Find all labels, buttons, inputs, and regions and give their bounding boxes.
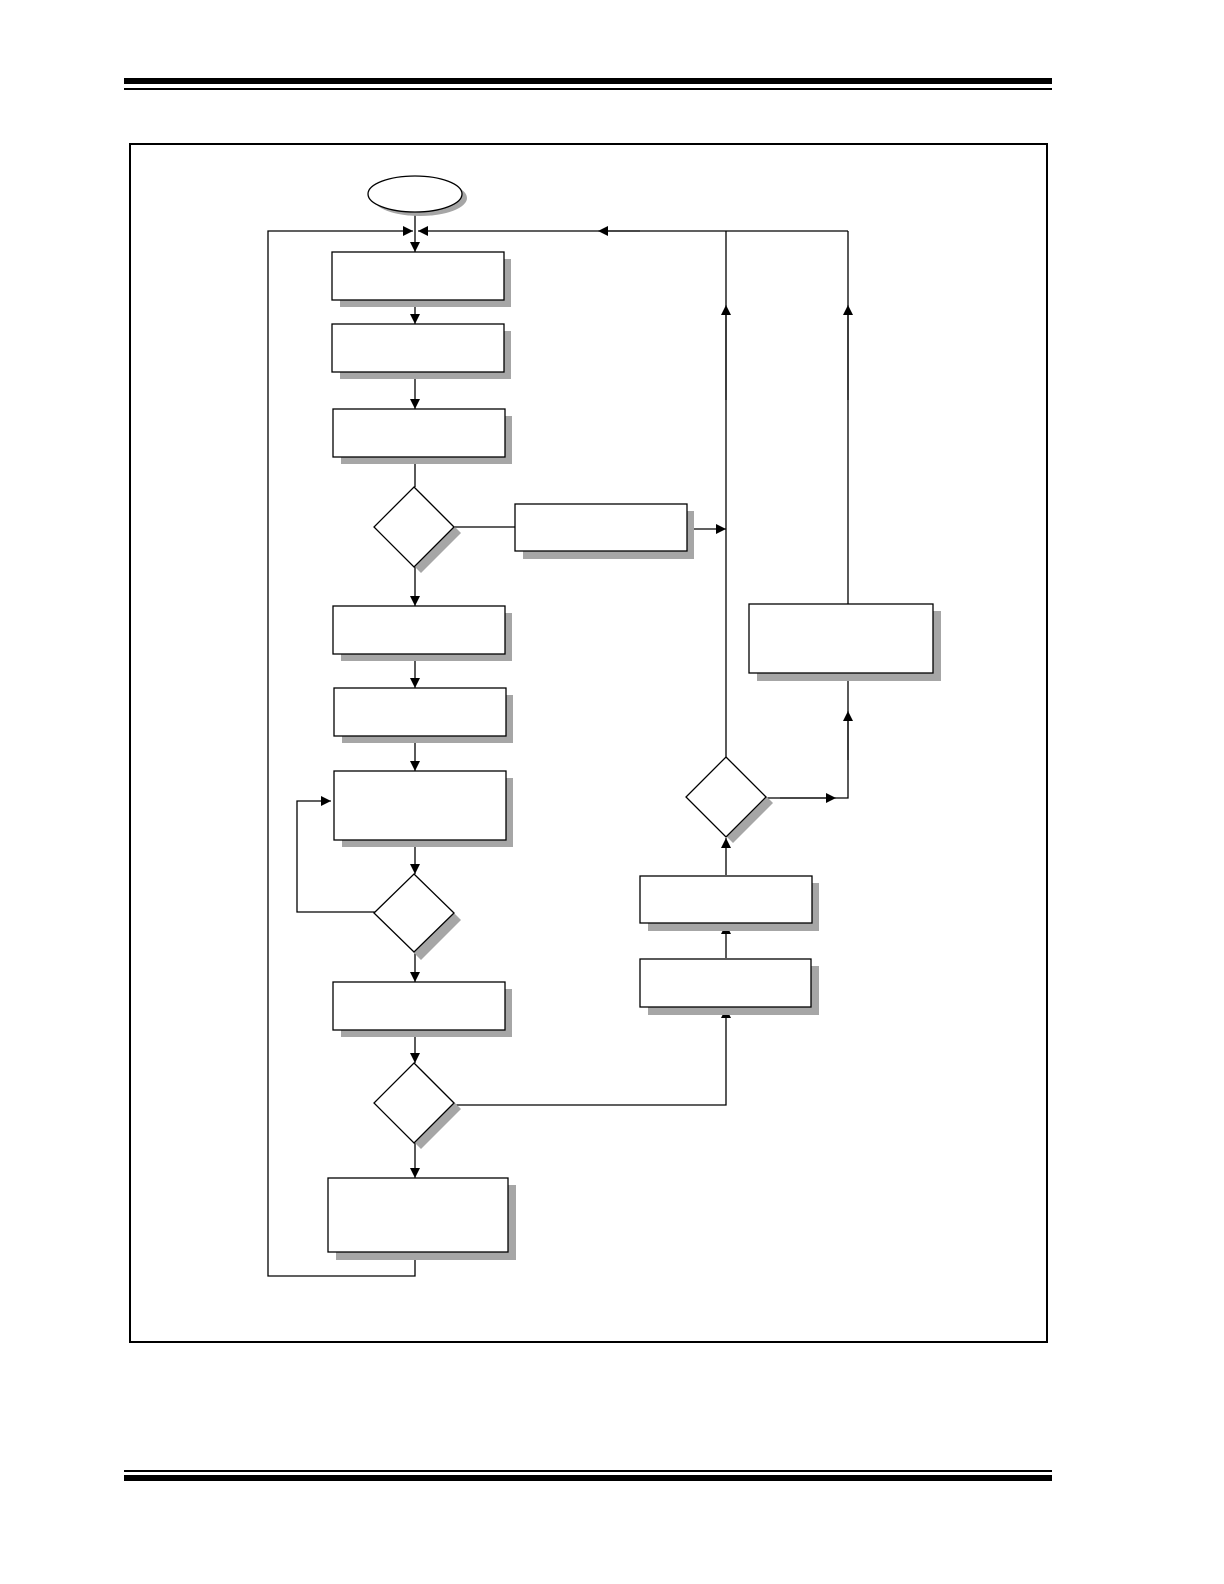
header-rule-thin bbox=[124, 88, 1052, 90]
connectors bbox=[267, 212, 853, 1277]
edge-decision3-rightbox2 bbox=[454, 1008, 731, 1106]
decision-diamond-4 bbox=[685, 756, 773, 843]
edge-box8-return bbox=[267, 226, 416, 1277]
process-box-6 bbox=[333, 770, 513, 847]
edge-decision4-right bbox=[766, 673, 849, 799]
right-process-box-1 bbox=[639, 875, 819, 931]
process-box-8 bbox=[327, 1177, 516, 1260]
process-box-4 bbox=[332, 605, 512, 661]
header-rule-thick bbox=[124, 78, 1052, 84]
side-process-box bbox=[514, 503, 694, 559]
edge-decision2-loop bbox=[296, 796, 375, 913]
process-box-5 bbox=[333, 687, 513, 743]
start-terminator bbox=[367, 175, 467, 216]
decision-diamond-2 bbox=[373, 873, 461, 960]
figure-frame bbox=[129, 143, 1048, 1343]
decision-diamond-3 bbox=[373, 1062, 461, 1149]
process-box-7 bbox=[332, 981, 512, 1037]
process-box-1 bbox=[331, 251, 511, 307]
right-process-box-2 bbox=[639, 958, 819, 1015]
footer-rule-thick bbox=[124, 1475, 1052, 1481]
footer-rule-thin bbox=[124, 1470, 1052, 1472]
process-box-3 bbox=[332, 408, 512, 464]
decision-diamond-1 bbox=[373, 486, 461, 573]
process-box-2 bbox=[331, 323, 511, 379]
far-right-process-box bbox=[748, 603, 941, 681]
